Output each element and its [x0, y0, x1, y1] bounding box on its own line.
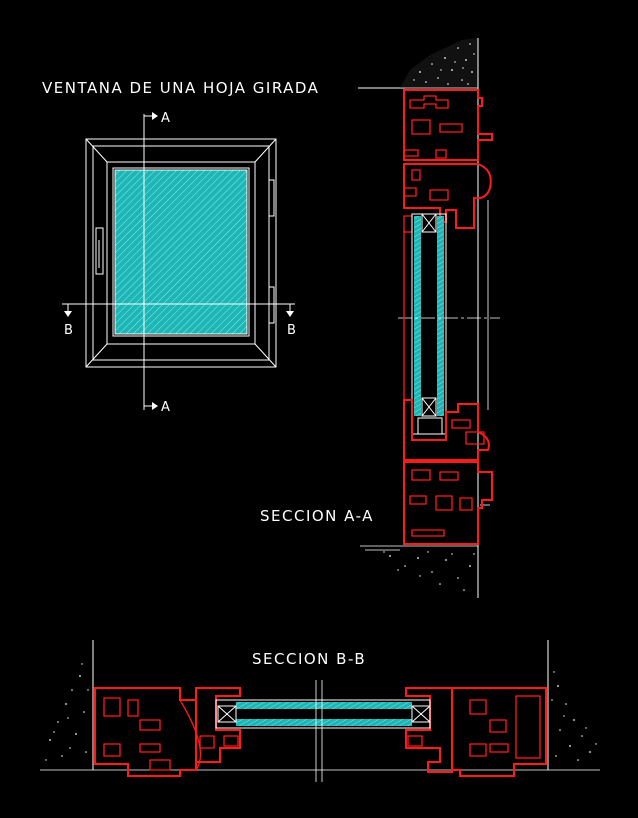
- hinge-icon: [268, 179, 275, 217]
- window-elevation: A A B B: [62, 111, 297, 415]
- section-a-top-label: A: [161, 111, 171, 126]
- bottom-sash-profile: [403, 399, 490, 461]
- left-sash-profile: [195, 687, 241, 763]
- section-bb: SECCION B-B: [40, 640, 600, 782]
- section-aa: SECCION A-A: [260, 38, 500, 598]
- left-frame-profile: [94, 687, 202, 777]
- section-bb-label: SECCION B-B: [252, 650, 366, 668]
- right-sash-profile: [405, 687, 453, 773]
- drawing-title: VENTANA DE UNA HOJA GIRADA: [42, 79, 319, 97]
- glass-pane: [114, 169, 248, 335]
- hinge-icon: [268, 286, 275, 324]
- bottom-frame-profile: [403, 461, 493, 545]
- right-frame-profile: [451, 687, 547, 777]
- section-b-left-label: B: [64, 323, 74, 338]
- section-b-right-label: B: [287, 323, 297, 338]
- section-a-bottom-label: A: [161, 400, 171, 415]
- handle-icon: [95, 227, 104, 275]
- glazing-bead-top: [403, 215, 413, 233]
- section-aa-label: SECCION A-A: [260, 507, 374, 525]
- top-frame-profile: [403, 89, 493, 161]
- top-sash-profile: [403, 163, 492, 229]
